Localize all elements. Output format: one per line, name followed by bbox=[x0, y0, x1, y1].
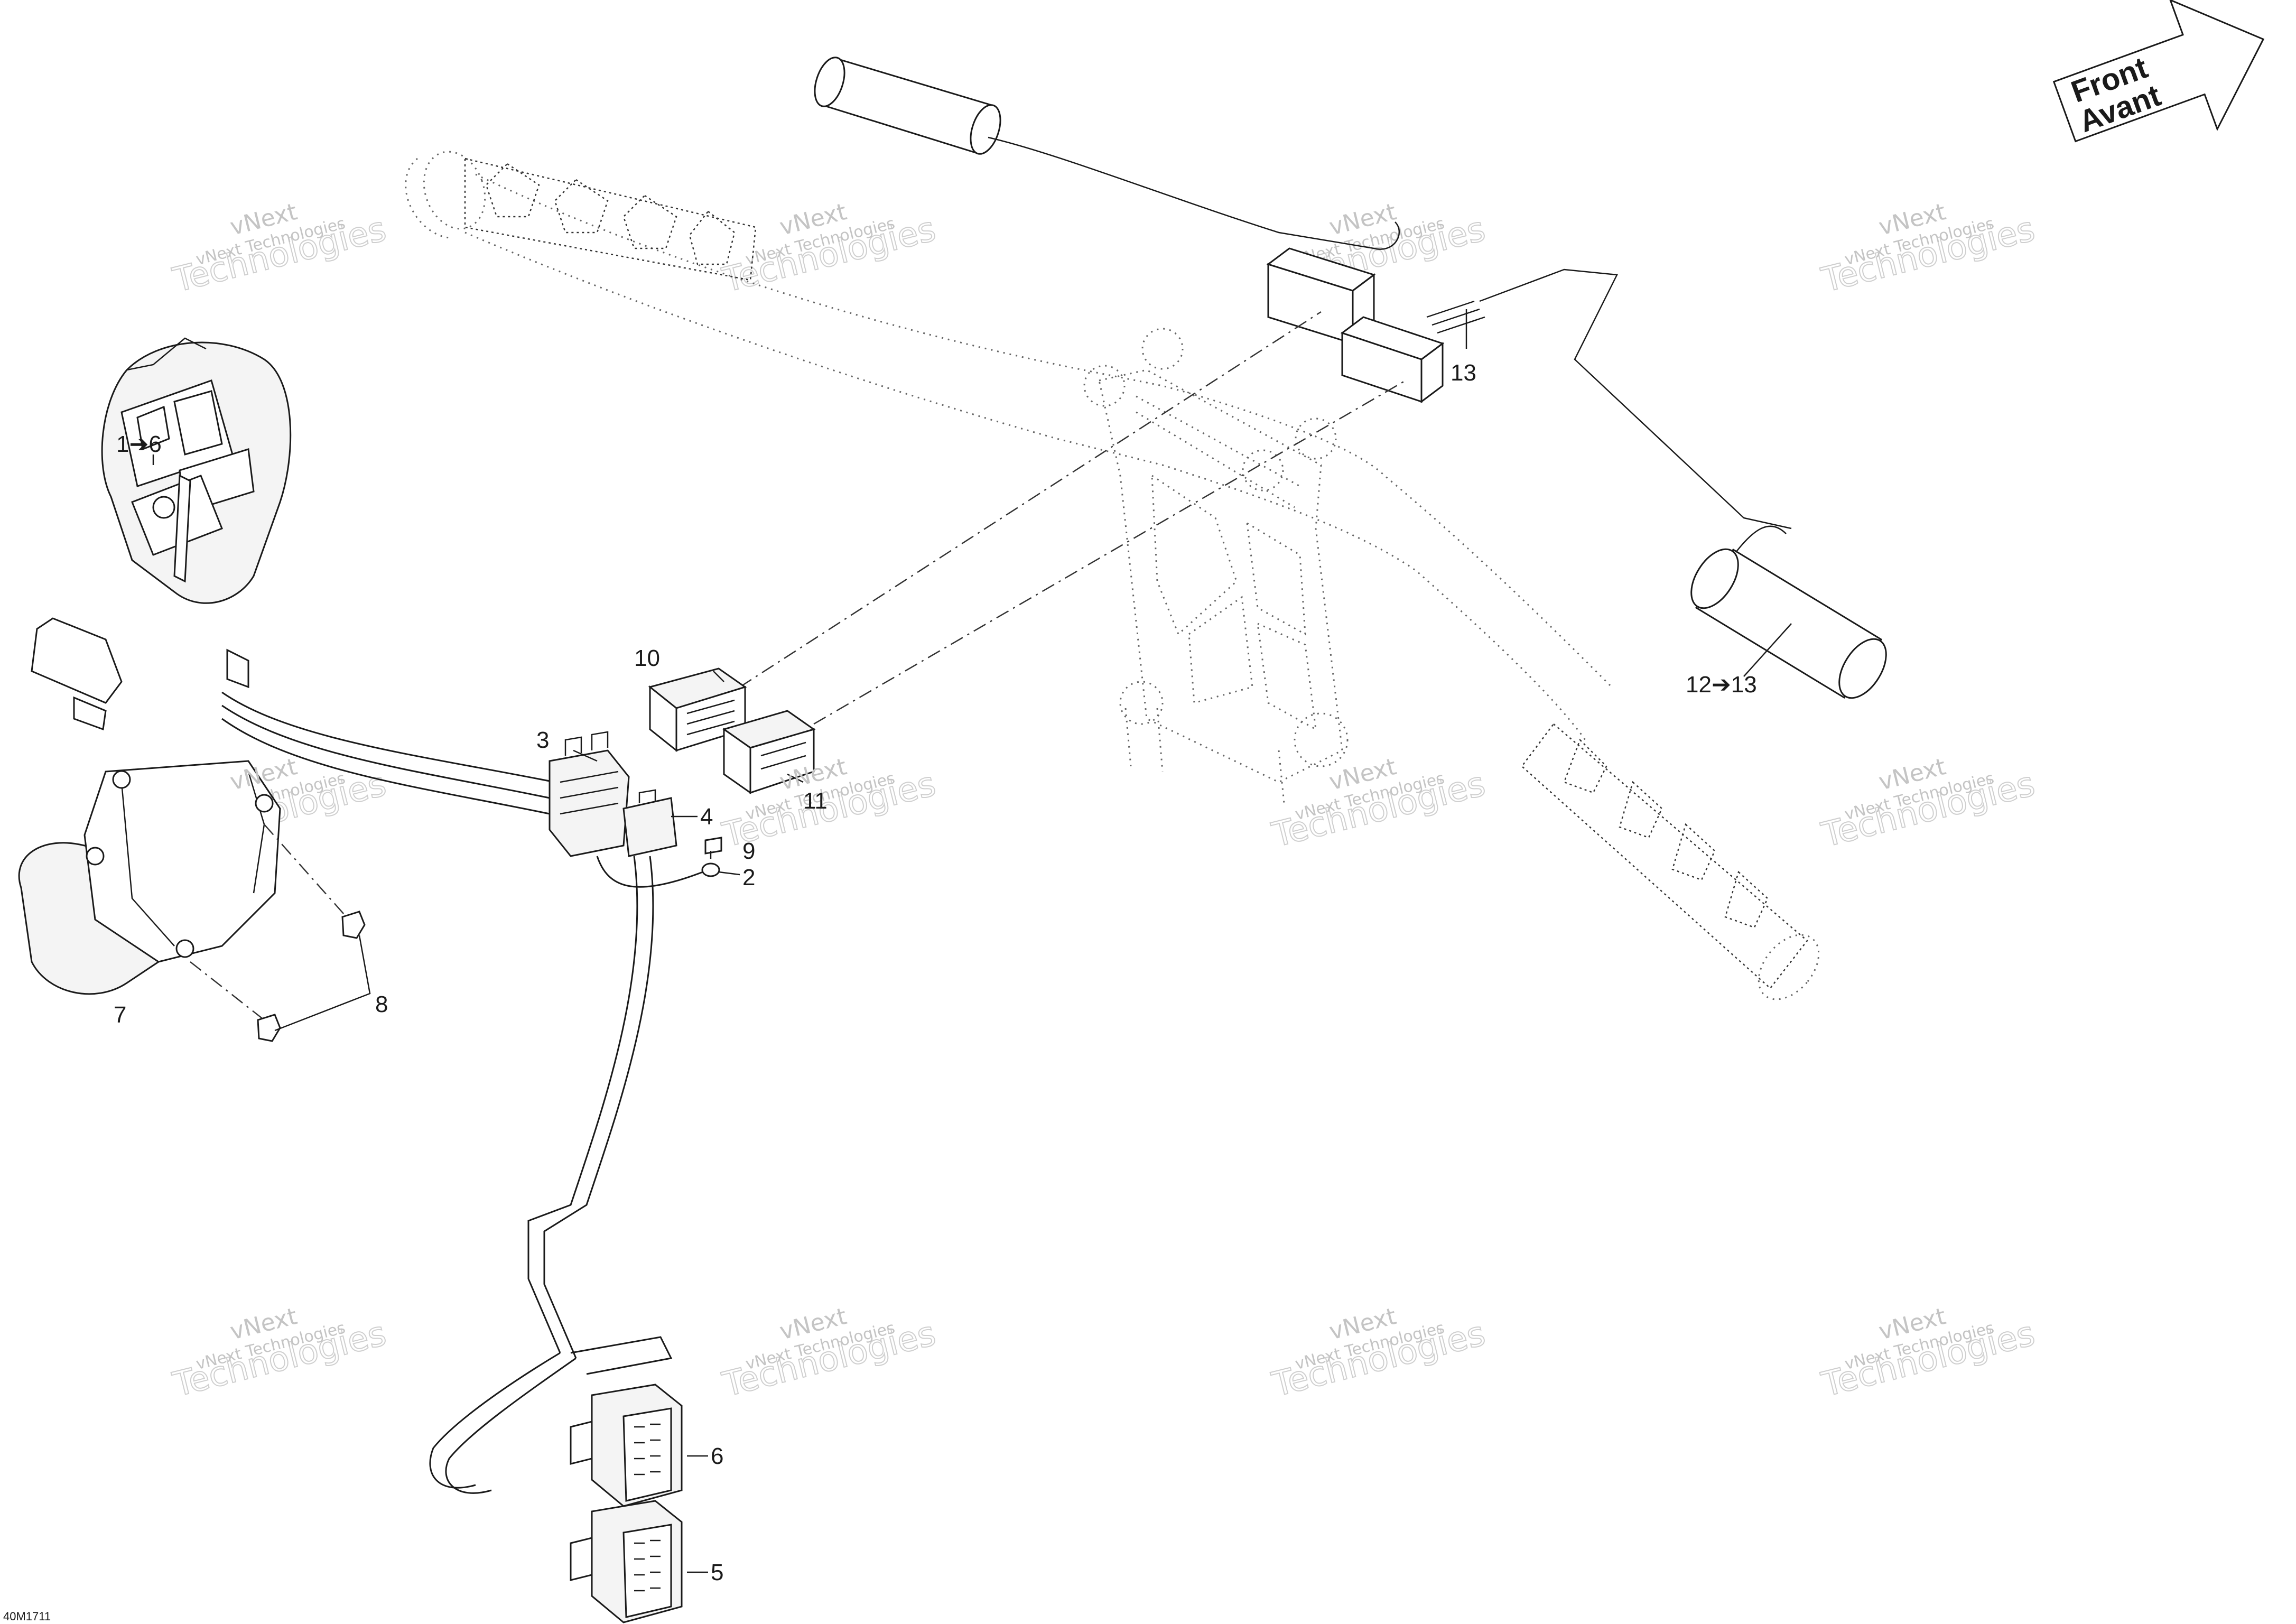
front-arrow: Front Avant bbox=[2052, 0, 2265, 143]
callout-12-13: 12➔13 bbox=[1686, 672, 1757, 698]
front-arrow-icon bbox=[2052, 0, 2265, 143]
connector-10 bbox=[648, 667, 747, 753]
drawing-id: 40M1711 bbox=[3, 1610, 51, 1623]
watermark-overlays: vNext vNext vNext vNext vNext vNext vNex… bbox=[227, 198, 1948, 1345]
connector-5 bbox=[570, 1500, 683, 1623]
callout-6: 6 bbox=[711, 1443, 723, 1469]
callout-9: 9 bbox=[742, 838, 755, 864]
callout-7: 7 bbox=[114, 1002, 126, 1028]
watermark-grid: Technologies vNext Technologies Technolo… bbox=[169, 209, 2039, 1406]
callout-2: 2 bbox=[742, 865, 755, 890]
callout-11: 11 bbox=[803, 788, 828, 814]
lower-cover bbox=[18, 760, 281, 995]
screws-8 bbox=[190, 824, 366, 1042]
callout-13: 13 bbox=[1451, 360, 1476, 386]
callout-8: 8 bbox=[375, 991, 388, 1017]
callout-1-6: 1➔6 bbox=[116, 431, 162, 457]
handlebar-riser bbox=[1083, 328, 1349, 804]
callout-4: 4 bbox=[700, 804, 713, 830]
callout-5: 5 bbox=[711, 1560, 723, 1585]
heated-grip-connectors bbox=[1266, 247, 1485, 403]
left-switch-housing bbox=[31, 337, 555, 815]
handlebar bbox=[405, 151, 1820, 1000]
assembly-lines bbox=[739, 311, 1406, 725]
connector-3-4-cluster bbox=[429, 731, 722, 1494]
callout-10: 10 bbox=[634, 645, 660, 671]
callout-labels: 1➔6 2 3 4 5 6 7 8 9 10 11 12➔13 13 bbox=[114, 360, 1757, 1585]
right-grip bbox=[1521, 723, 1820, 1000]
leader-lines bbox=[152, 309, 1792, 1573]
callout-3: 3 bbox=[536, 727, 549, 753]
left-grip bbox=[405, 151, 757, 281]
heating-element-bottom bbox=[1479, 268, 1887, 699]
connector-6 bbox=[570, 1384, 683, 1507]
connector-11 bbox=[722, 710, 816, 794]
heating-element-top bbox=[814, 57, 1400, 250]
